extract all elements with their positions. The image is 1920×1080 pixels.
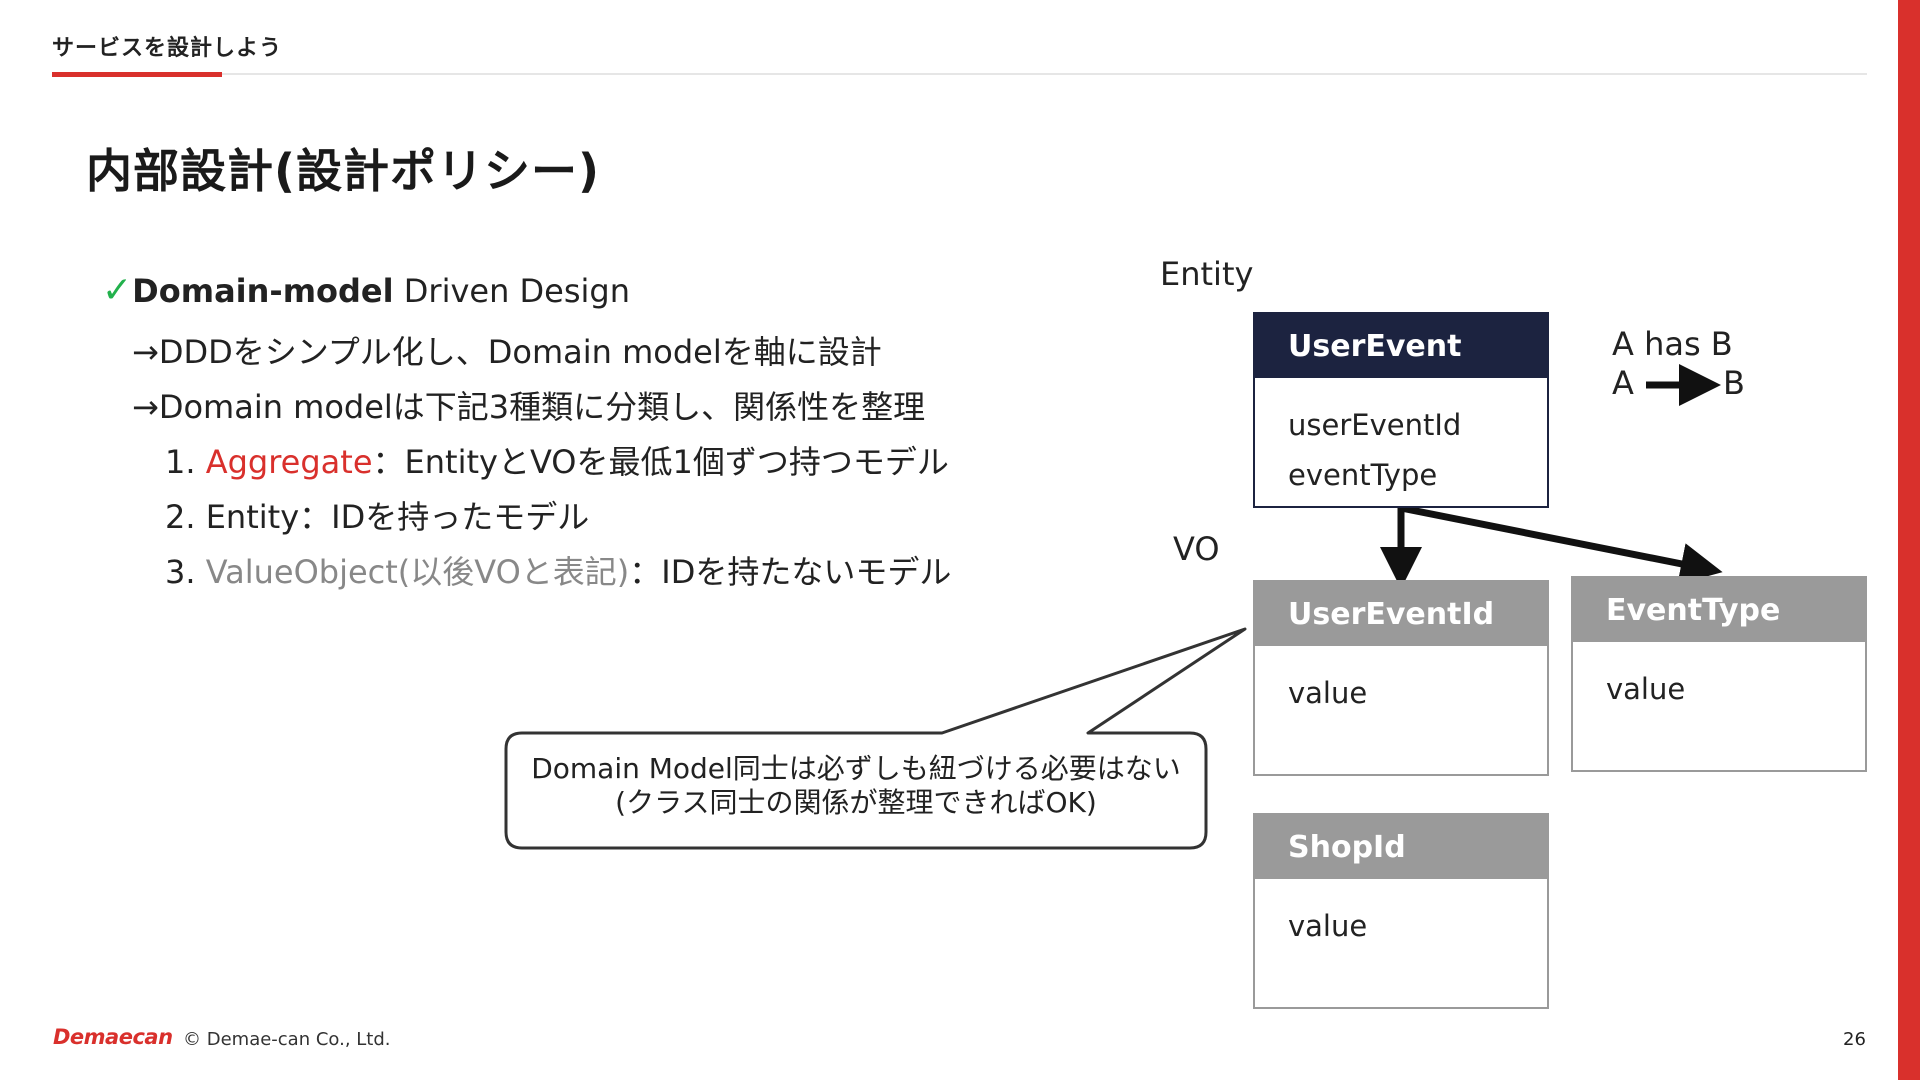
class-title: UserEventId xyxy=(1255,582,1547,646)
section-title: サービスを設計しよう xyxy=(52,36,283,61)
list-number: 3. xyxy=(165,553,196,591)
class-box-shopid: ShopId value xyxy=(1253,813,1549,1009)
callout-text: Domain Model同士は必ずしも紐づける必要はない (クラス同士の関係が整… xyxy=(506,752,1206,820)
approach-strong: Domain-model xyxy=(132,272,394,310)
check-icon: ✓ xyxy=(102,270,133,311)
term-desc: ：EntityとVOを最低1個ずつ持つモデル xyxy=(372,443,949,481)
vo-label: VO xyxy=(1173,530,1220,568)
list-number: 2. xyxy=(165,498,196,536)
header-accent-bar xyxy=(52,72,222,77)
class-title: ShopId xyxy=(1255,815,1547,879)
term-aggregate: Aggregate xyxy=(205,443,373,481)
class-fields: value xyxy=(1255,646,1547,718)
field-value: value xyxy=(1606,672,1686,706)
term-entity: Entity xyxy=(205,498,300,536)
page-number: 26 xyxy=(1843,1029,1866,1050)
right-edge-bar xyxy=(1898,0,1920,1080)
approach-rest: Driven Design xyxy=(393,272,631,310)
list-item-entity: 2. Entity：IDを持ったモデル xyxy=(165,492,589,538)
legend-has-text: A has B xyxy=(1612,325,1733,363)
term-desc: ：IDを持たないモデル xyxy=(629,553,952,591)
legend-a: A xyxy=(1612,364,1634,402)
company-logo: Demaecan xyxy=(53,1025,173,1049)
callout-bubble xyxy=(504,627,1247,850)
class-box-usereventid: UserEventId value xyxy=(1253,580,1549,776)
term-valueobject: ValueObject(以後VOと表記) xyxy=(205,553,630,591)
class-title: UserEvent xyxy=(1255,314,1547,378)
class-box-eventtype: EventType value xyxy=(1571,576,1867,772)
class-box-userevent: UserEvent userEventId eventType xyxy=(1253,312,1549,508)
callout-line-2: (クラス同士の関係が整理できればOK) xyxy=(615,786,1097,819)
field-usereventid: userEventId xyxy=(1288,408,1462,442)
field-value: value xyxy=(1288,676,1368,710)
field-eventtype: eventType xyxy=(1288,458,1438,492)
explanation-line-2: →Domain modelは下記3種類に分類し、関係性を整理 xyxy=(132,388,926,426)
explanation-line-1: →DDDをシンプル化し、Domain modelを軸に設計 xyxy=(132,333,882,371)
callout-line-1: Domain Model同士は必ずしも紐づける必要はない xyxy=(531,752,1181,785)
legend-b: B xyxy=(1723,364,1745,402)
arrow-userevent-to-eventtype xyxy=(1400,504,1723,585)
header-divider xyxy=(52,73,1867,75)
list-item-valueobject: 3. ValueObject(以後VOと表記)：IDを持たないモデル xyxy=(165,547,951,593)
class-fields: value xyxy=(1255,879,1547,951)
class-fields: userEventId eventType xyxy=(1255,378,1547,500)
class-fields: value xyxy=(1573,642,1865,714)
copyright: © Demae-can Co., Ltd. xyxy=(183,1029,391,1050)
class-title: EventType xyxy=(1573,578,1865,642)
slide-title: 内部設計(設計ポリシー) xyxy=(86,144,601,198)
design-approach-line: ✓Domain-model Driven Design xyxy=(102,270,630,311)
list-item-aggregate: 1. Aggregate：EntityとVOを最低1個ずつ持つモデル xyxy=(165,437,949,483)
entity-label: Entity xyxy=(1160,255,1254,293)
list-number: 1. xyxy=(165,443,196,481)
term-desc: ：IDを持ったモデル xyxy=(299,498,590,536)
field-value: value xyxy=(1288,909,1368,943)
